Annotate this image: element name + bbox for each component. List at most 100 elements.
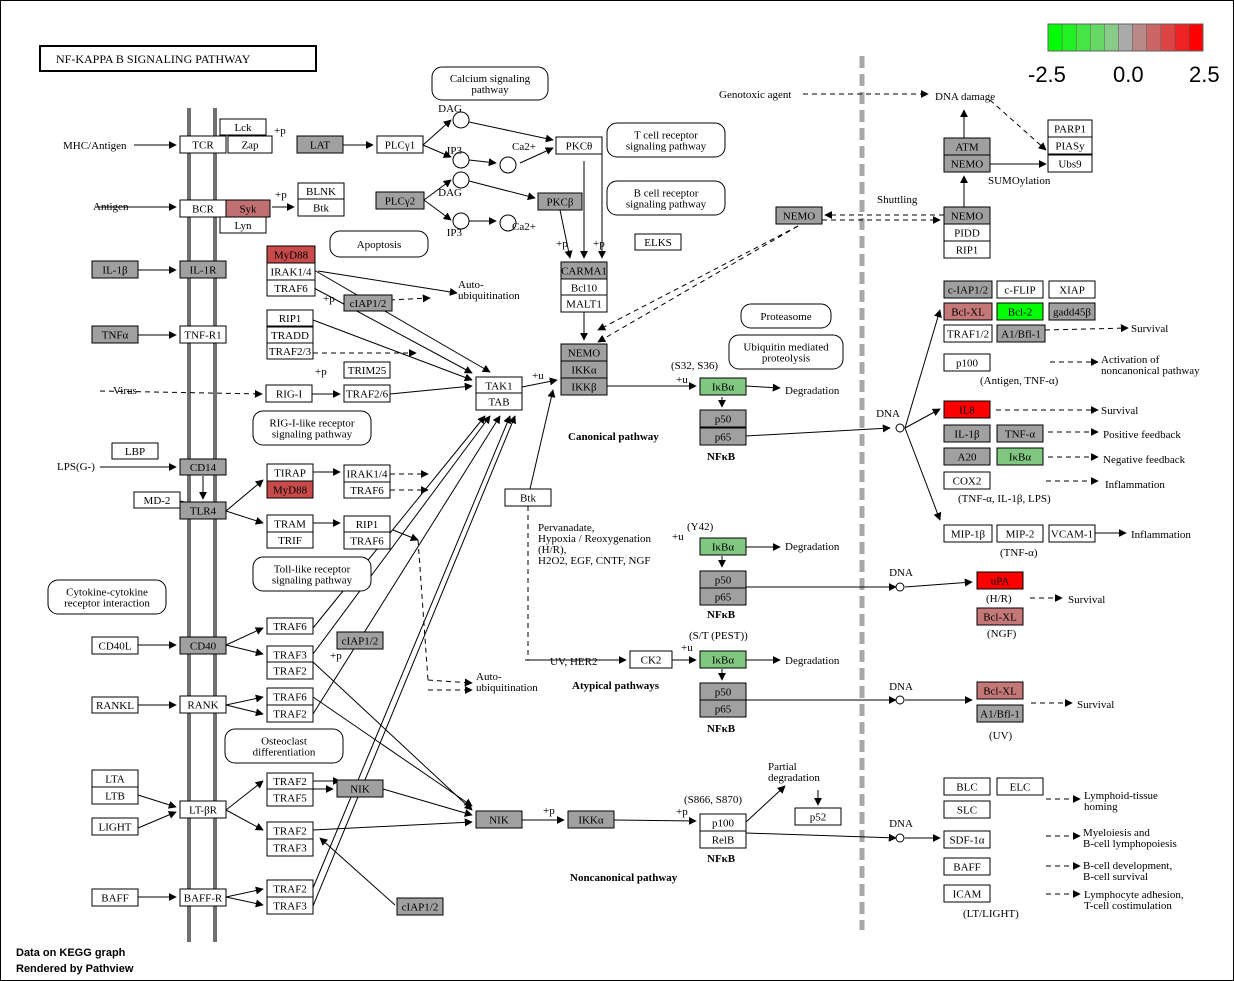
gene-baff_l[interactable]: BAFF [91, 888, 139, 907]
gene-ikba1[interactable]: IκBα [699, 377, 747, 396]
gene-lbp[interactable]: LBP [111, 442, 159, 460]
gene-nemo_t[interactable]: NEMO [943, 154, 991, 173]
gene-rip1b[interactable]: RIP1 [343, 515, 391, 533]
compound-ip3[interactable]: IP3 [447, 212, 470, 239]
gene-lta[interactable]: LTA [91, 769, 139, 788]
gene-traf6a[interactable]: TRAF6 [266, 279, 316, 297]
gene-plcg2[interactable]: PLCγ2 [375, 191, 425, 210]
gene-bcr[interactable]: BCR [179, 199, 227, 218]
gene-traf6e[interactable]: TRAF6 [266, 687, 314, 706]
gene-baff_t[interactable]: BAFF [943, 857, 991, 876]
gene-blnk[interactable]: BLNK [297, 182, 345, 200]
gene-tnfa_l[interactable]: TNFα [91, 325, 139, 344]
gene-cd40[interactable]: CD40 [179, 636, 227, 655]
gene-tlr4[interactable]: TLR4 [179, 501, 227, 520]
gene-mip2[interactable]: MIP-2 [996, 524, 1044, 543]
gene-tnfr1[interactable]: TNF-R1 [179, 325, 227, 344]
gene-il8[interactable]: IL8 [943, 400, 991, 419]
gene-relb[interactable]: RelB [699, 830, 747, 849]
gene-pidd[interactable]: PIDD [943, 223, 991, 242]
gene-p52[interactable]: p52 [794, 807, 842, 826]
gene-zap[interactable]: Zap [227, 135, 273, 154]
gene-malt1[interactable]: MALT1 [560, 294, 608, 313]
gene-tradd[interactable]: TRADD [266, 326, 314, 344]
gene-tirap[interactable]: TIRAP [266, 463, 314, 482]
compound-dna[interactable]: DNA [876, 408, 905, 433]
gene-sdf1a[interactable]: SDF-1α [943, 830, 991, 849]
gene-lck[interactable]: Lck [219, 118, 267, 136]
gene-elc[interactable]: ELC [996, 777, 1044, 796]
gene-baffr[interactable]: BAFF-R [179, 888, 227, 907]
gene-il1b_t[interactable]: IL-1β [943, 424, 991, 443]
gene-p50b[interactable]: p50 [699, 570, 747, 589]
compound-ca2[interactable]: Ca2+ [499, 141, 536, 174]
gene-lat[interactable]: LAT [296, 135, 344, 154]
gene-traf3b[interactable]: TRAF3 [266, 838, 314, 857]
gene-nik_a[interactable]: NIK [336, 779, 384, 798]
gene-upa[interactable]: uPA [976, 571, 1024, 590]
gene-traf2d[interactable]: TRAF2 [266, 821, 314, 840]
gene-myd88b[interactable]: MyD88 [266, 480, 314, 499]
gene-bcl2[interactable]: Bcl-2 [996, 302, 1044, 321]
gene-nemo_m[interactable]: NEMO [775, 206, 823, 225]
gene-p50c[interactable]: p50 [699, 682, 747, 701]
gene-bclxl1[interactable]: Bcl-XL [943, 302, 993, 321]
gene-traf26[interactable]: TRAF2/6 [343, 384, 391, 403]
gene-bclxl2[interactable]: Bcl-XL [976, 607, 1024, 626]
gene-tnfa_t[interactable]: TNF-α [996, 424, 1044, 443]
gene-traf6d[interactable]: TRAF6 [266, 617, 314, 635]
gene-btk1[interactable]: Btk [297, 198, 345, 217]
gene-vcam1[interactable]: VCAM-1 [1048, 524, 1096, 543]
gene-p65c[interactable]: p65 [699, 699, 747, 718]
gene-rip1c[interactable]: RIP1 [943, 240, 991, 259]
gene-pkcb[interactable]: PKCβ [537, 192, 583, 211]
gene-tcr[interactable]: TCR [179, 135, 227, 154]
gene-irak14b[interactable]: IRAK1/4 [343, 464, 391, 483]
gene-nemo_c[interactable]: NEMO [560, 343, 608, 362]
gene-rigi[interactable]: RIG-I [265, 384, 313, 403]
gene-ck2[interactable]: CK2 [629, 650, 673, 669]
gene-traf12[interactable]: TRAF1/2 [943, 324, 993, 343]
gene-ubs9[interactable]: Ubs9 [1047, 154, 1093, 173]
gene-traf2b[interactable]: TRAF2 [266, 704, 314, 723]
gene-bclxl3[interactable]: Bcl-XL [976, 681, 1024, 700]
gene-irak14a[interactable]: IRAK1/4 [266, 262, 316, 281]
gene-syk[interactable]: Syk [225, 199, 271, 218]
gene-p65a[interactable]: p65 [699, 427, 747, 446]
gene-ikba_t[interactable]: IκBα [996, 447, 1044, 466]
gene-traf23[interactable]: TRAF2/3 [266, 342, 314, 360]
gene-ciap12a[interactable]: cIAP1/2 [343, 294, 393, 312]
gene-ikka_c[interactable]: IKKα [560, 360, 608, 379]
compound-ip3[interactable]: IP3 [447, 145, 470, 169]
gene-p50a[interactable]: p50 [699, 409, 747, 428]
gene-plcg1[interactable]: PLCγ1 [376, 135, 424, 154]
gene-tak1[interactable]: TAK1 [475, 376, 523, 395]
gene-ikba2[interactable]: IκBα [699, 537, 747, 556]
gene-piasy[interactable]: PIASy [1047, 136, 1093, 155]
gene-md2[interactable]: MD-2 [133, 491, 181, 509]
gene-lyn[interactable]: Lyn [219, 216, 267, 234]
gene-icam[interactable]: ICAM [943, 884, 991, 903]
gene-parp1[interactable]: PARP1 [1047, 119, 1093, 138]
gene-ciap12c[interactable]: cIAP1/2 [396, 897, 444, 916]
compound-dna[interactable]: DNA [889, 818, 913, 843]
gene-il1r[interactable]: IL-1R [179, 260, 227, 279]
gene-a20[interactable]: A20 [943, 447, 991, 466]
gene-cd14[interactable]: CD14 [179, 458, 227, 476]
gene-ciap12b[interactable]: cIAP1/2 [336, 631, 384, 650]
gene-rank[interactable]: RANK [179, 695, 227, 714]
compound-dna[interactable]: DNA [889, 567, 913, 592]
gene-trim25[interactable]: TRIM25 [343, 361, 391, 379]
gene-traf2e[interactable]: TRAF2 [266, 879, 314, 898]
gene-pkcth[interactable]: PKCθ [555, 136, 603, 155]
gene-nemo_r[interactable]: NEMO [943, 206, 991, 225]
gene-a1bfl1a[interactable]: A1/Bfl-1 [996, 324, 1046, 343]
gene-traf6b[interactable]: TRAF6 [343, 481, 391, 499]
gene-blc[interactable]: BLC [943, 777, 991, 796]
